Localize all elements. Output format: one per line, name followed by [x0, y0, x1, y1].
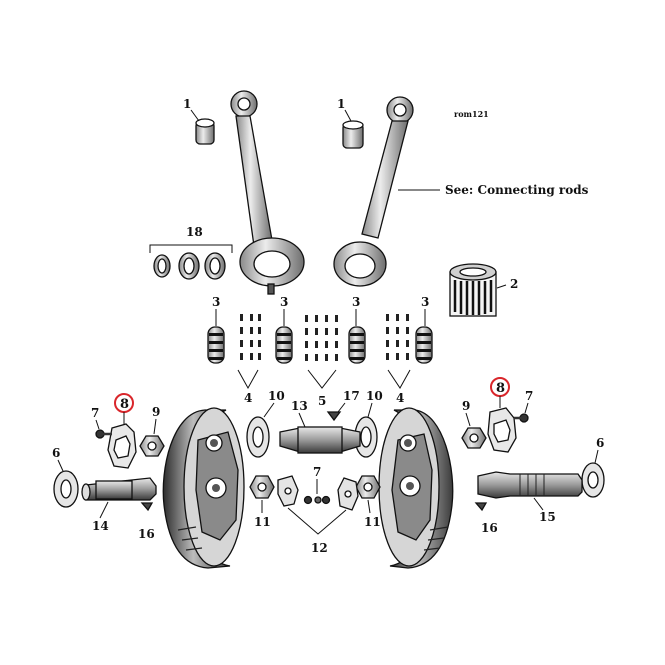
- connecting-rods-reference: See: Connecting rods: [445, 183, 589, 197]
- washer-left: [53, 470, 79, 508]
- leader-14: [99, 501, 109, 519]
- leader-7c: [524, 402, 529, 414]
- thrust-washer-right: [487, 407, 517, 453]
- pinion-shaft: [477, 471, 583, 499]
- leader-11b: [367, 499, 371, 514]
- bearing-race-set: [153, 252, 226, 280]
- label-7-center: 7: [313, 465, 321, 479]
- flywheel-left: [162, 407, 245, 569]
- rollers-group-right: [386, 314, 409, 360]
- leader-7a: [95, 419, 100, 430]
- label-9-right: 9: [462, 399, 470, 413]
- crank-pin-nut-left: [249, 475, 275, 499]
- flywheel-washer-right: [354, 416, 378, 458]
- label-11-left: 11: [254, 515, 271, 529]
- key-right: [474, 502, 488, 512]
- leader-5: [307, 369, 337, 389]
- bracket-18: [149, 244, 233, 253]
- label-12: 12: [311, 541, 328, 555]
- thrust-washer-left: [107, 423, 137, 469]
- connecting-rod-right: [333, 96, 414, 287]
- label-6-right: 6: [596, 436, 604, 450]
- leader-6b: [594, 449, 599, 464]
- label-8-left: 8: [120, 397, 129, 412]
- label-5: 5: [318, 394, 326, 408]
- label-4-right: 4: [396, 391, 404, 405]
- leader-10a: [263, 402, 275, 418]
- leader-4-left: [237, 369, 259, 390]
- roller-retainer-2: [275, 326, 293, 364]
- crank-pin-nut-right: [355, 475, 381, 499]
- label-3-c: 3: [352, 295, 360, 309]
- leader-12: [287, 507, 347, 535]
- label-3-d: 3: [421, 295, 429, 309]
- leader-17: [337, 402, 346, 413]
- label-13: 13: [291, 399, 308, 413]
- lock-plate-right: [337, 477, 359, 511]
- label-9-left: 9: [152, 405, 160, 419]
- label-16-left: 16: [138, 527, 155, 541]
- crank-pin: [279, 426, 361, 454]
- leader-15: [533, 497, 544, 511]
- roller-retainer-3: [348, 326, 366, 364]
- nut-right: [461, 427, 487, 449]
- label-11-right: 11: [364, 515, 381, 529]
- leader-1b: [344, 109, 352, 122]
- label-1-right: 1: [337, 97, 345, 111]
- label-6-left: 6: [52, 446, 60, 460]
- diagram-code: rom121: [454, 109, 489, 119]
- leader-4-right: [387, 369, 411, 389]
- connecting-rod-left: [230, 90, 305, 295]
- flywheel-washer-left: [246, 416, 270, 458]
- rollers-group-left: [240, 314, 261, 360]
- label-2: 2: [510, 277, 518, 291]
- label-3-b: 3: [280, 295, 288, 309]
- piston-pin-bushing-right: [342, 120, 364, 149]
- leader-10b: [367, 402, 373, 418]
- label-18: 18: [186, 225, 203, 239]
- screw-left: [95, 429, 112, 439]
- label-10-right: 10: [366, 389, 383, 403]
- lock-plate-left: [277, 475, 299, 507]
- piston-pin-bushing-left: [195, 118, 215, 145]
- leader-6a: [57, 459, 64, 472]
- washer-right: [581, 462, 605, 498]
- screw-right: [514, 413, 529, 423]
- label-10-left: 10: [268, 389, 285, 403]
- rollers-group-center: [305, 315, 338, 361]
- label-8-right: 8: [496, 381, 505, 396]
- screw-center: [303, 495, 331, 505]
- roller-retainer-4: [415, 326, 433, 364]
- label-1-left: 1: [183, 97, 191, 111]
- label-16-right: 16: [481, 521, 498, 535]
- label-15: 15: [539, 510, 556, 524]
- flywheel-right: [378, 407, 454, 569]
- sprocket-shaft: [81, 477, 157, 501]
- label-7-left: 7: [91, 406, 99, 420]
- key-left: [140, 502, 154, 512]
- label-7-right: 7: [525, 389, 533, 403]
- leader-9a: [153, 418, 157, 435]
- caged-roller-bearing: [449, 263, 497, 317]
- nut-left: [139, 435, 165, 457]
- roller-retainer-1: [207, 326, 225, 364]
- leader-2: [496, 284, 507, 289]
- crank-pin-key: [326, 411, 342, 422]
- label-17: 17: [343, 389, 360, 403]
- label-3-a: 3: [212, 295, 220, 309]
- leader-1a: [190, 109, 200, 122]
- leader-9b: [465, 412, 471, 427]
- label-4-left: 4: [244, 391, 252, 405]
- label-14: 14: [92, 519, 109, 533]
- leader-13: [298, 412, 306, 428]
